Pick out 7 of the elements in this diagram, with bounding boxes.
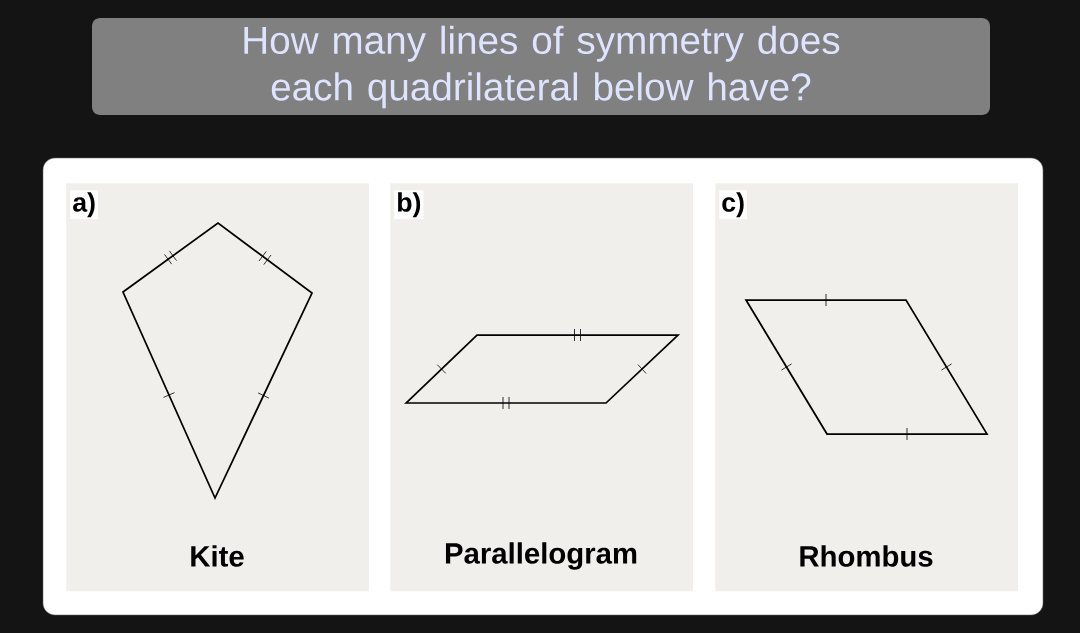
- panel-letter: b): [394, 190, 424, 220]
- shape-name: Rhombus: [800, 545, 933, 567]
- panel-letter: c): [719, 190, 747, 220]
- shape-name: Kite: [191, 545, 244, 567]
- panel-letter: a): [70, 190, 98, 220]
- title-banner: How many lines of symmetry does each quadrilateral below have?: [92, 18, 990, 115]
- shape-name: Parallelogram: [445, 542, 637, 570]
